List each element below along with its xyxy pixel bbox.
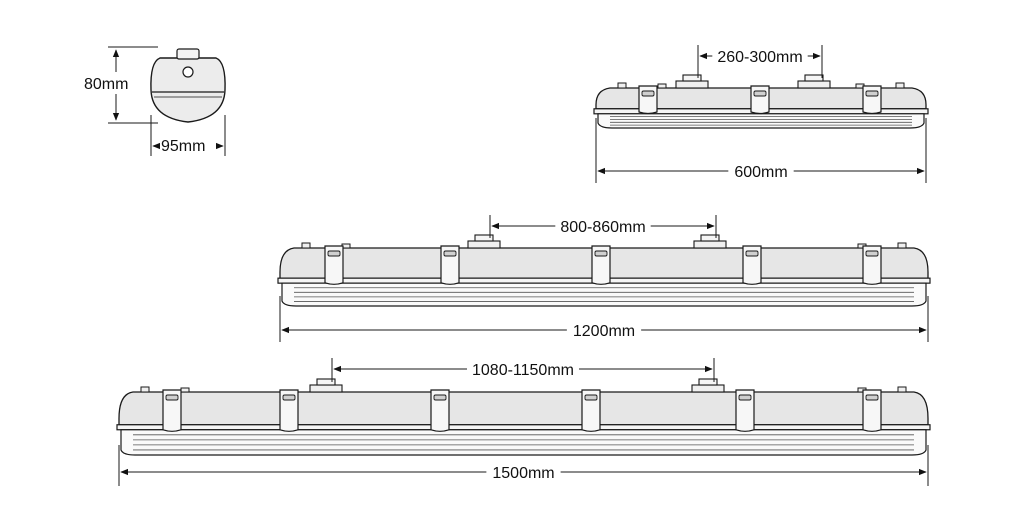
clip-slot — [443, 250, 457, 257]
clip-slot — [738, 394, 752, 401]
end-cap-bump — [180, 387, 190, 393]
clip-slot — [327, 250, 341, 257]
fixture-rim — [116, 424, 931, 431]
end-view-height-label: 80mm — [84, 76, 128, 93]
clip-slot — [865, 90, 879, 97]
clip-slot — [865, 250, 879, 257]
clip-slot — [165, 394, 179, 401]
mount-dimension-label: 1080-1150mm — [472, 362, 574, 379]
fixture-clip — [750, 85, 770, 115]
clip-slot — [433, 394, 447, 401]
clip-slot — [865, 394, 879, 401]
mount-bracket-top — [804, 74, 824, 82]
clip-slot — [753, 90, 767, 97]
fixture-diffuser — [281, 282, 927, 307]
fixture-housing — [118, 391, 929, 426]
mount-bracket-base — [309, 384, 343, 393]
length-dimension-label: 1500mm — [492, 465, 554, 482]
fixture-f600: 260-300mm 600mm — [593, 45, 929, 183]
fixture-diffuser — [597, 113, 925, 129]
end-cap-bump — [301, 242, 311, 249]
clip-slot — [282, 394, 296, 401]
fixture-clip — [862, 85, 882, 115]
clip-slot — [584, 394, 598, 401]
mount-bracket-top — [698, 378, 718, 386]
mount-dimension-label: 260-300mm — [717, 49, 802, 66]
mount-bracket-top — [474, 234, 494, 242]
fixture-diffuser — [120, 429, 927, 456]
end-cap-bump — [657, 83, 667, 89]
length-dimension-label: 600mm — [734, 164, 787, 181]
end-view-housing — [150, 57, 226, 123]
end-cap-bump — [897, 242, 907, 249]
clip-slot — [641, 90, 655, 97]
end-cap-bump — [897, 386, 907, 393]
end-cap-bump — [895, 82, 905, 89]
mount-bracket-base — [693, 240, 727, 249]
mount-bracket-base — [675, 80, 709, 89]
fixtures-layer: 260-300mm 600mm 800-860mm 1200mm 1080-1150mm… — [116, 45, 931, 486]
mount-bracket-top — [682, 74, 702, 82]
end-view-gland — [182, 66, 194, 78]
end-cap-bump — [140, 386, 150, 393]
mount-bracket-base — [797, 80, 831, 89]
mount-bracket-base — [467, 240, 501, 249]
fixture-clip — [638, 85, 658, 115]
mount-bracket-top — [700, 234, 720, 242]
fixture-f1500: 1080-1150mm 1500mm — [116, 358, 931, 486]
end-view-width-label: 95mm — [161, 138, 205, 155]
clip-slot — [745, 250, 759, 257]
clip-slot — [594, 250, 608, 257]
end-view: 80mm 95mm — [84, 46, 226, 156]
end-cap-bump — [617, 82, 627, 89]
mount-bracket-top — [316, 378, 336, 386]
length-dimension-label: 1200mm — [573, 323, 635, 340]
mount-dimension-label: 800-860mm — [560, 219, 645, 236]
mount-bracket-base — [691, 384, 725, 393]
fixture-f1200: 800-860mm 1200mm — [277, 215, 931, 342]
